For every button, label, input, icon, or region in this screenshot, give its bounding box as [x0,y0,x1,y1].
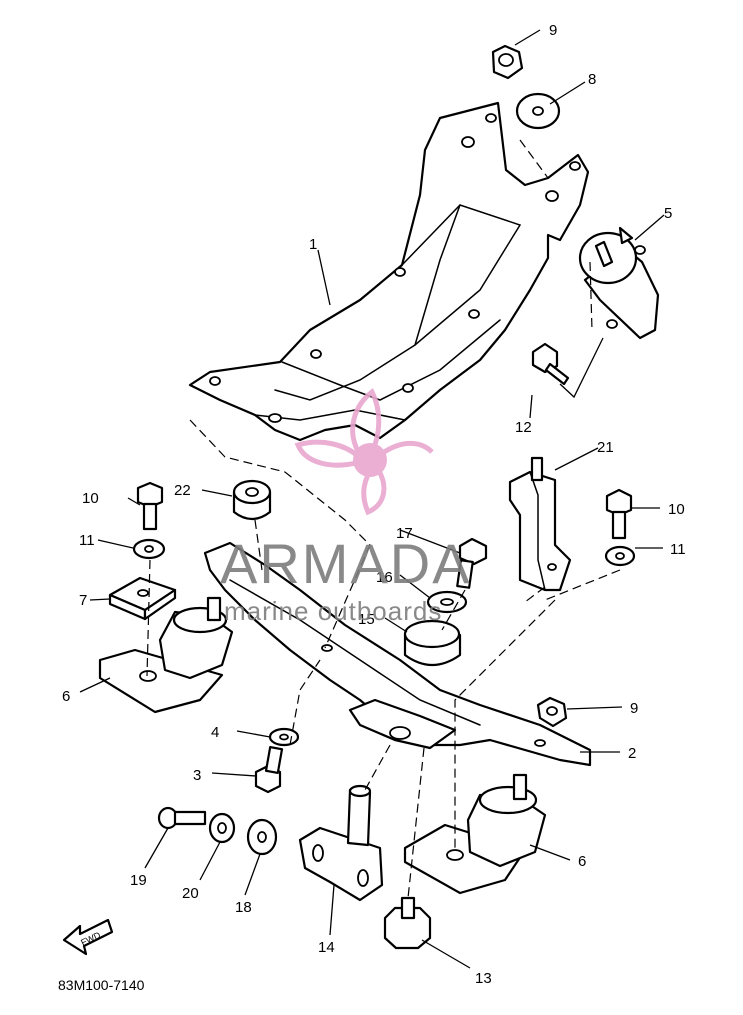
callout-10-right: 10 [668,501,685,518]
callout-5: 5 [664,205,672,222]
callout-numbers: 9 8 5 1 12 21 22 10 11 7 6 10 11 17 16 1… [62,22,686,987]
assembly-lines [146,139,621,899]
callout-20: 20 [182,885,199,902]
callout-21: 21 [597,439,614,456]
callout-6-right: 6 [578,853,586,870]
part-14-stay [298,784,384,902]
leader-lines [79,29,665,969]
watermark: ARMADA marine outboards [220,388,472,626]
part-16-washer [426,590,468,614]
part-3-bolt [254,746,284,794]
part-15-collar [403,619,462,667]
part-19-bolt [157,806,207,830]
part-10-bolt-right [605,488,633,540]
callout-12: 12 [515,419,532,436]
callout-15: 15 [358,611,375,628]
watermark-brand: ARMADA [220,532,472,595]
part-5-rubber-mount [578,226,660,340]
callout-9: 9 [549,22,557,39]
callout-2: 2 [628,745,636,762]
callout-7: 7 [79,592,87,609]
part-20-washer [208,812,236,844]
part-6-mount-right [403,773,547,895]
part-9-nut-lower [536,696,568,728]
callout-19: 19 [130,872,147,889]
watermark-tagline: marine outboards [224,596,442,626]
part-12-bolt [531,342,570,386]
part-21-bracket [508,456,572,592]
part-8-washer [515,92,561,130]
callout-8: 8 [588,71,596,88]
callout-10-left: 10 [82,490,99,507]
callout-13: 13 [475,970,492,987]
callout-6-left: 6 [62,688,70,705]
callout-9-lower: 9 [630,700,638,717]
part-22-collar [232,479,272,521]
callout-22: 22 [174,482,191,499]
part-7-plate [108,576,177,621]
part-11-washer-left [132,538,166,560]
callout-4: 4 [211,724,219,741]
callout-18: 18 [235,899,252,916]
part-11-washer-right [604,545,636,567]
part-1-mount-bracket [188,101,590,442]
fwd-arrow: FWD [62,918,114,956]
callout-11-right: 11 [670,541,686,558]
callout-1: 1 [309,236,317,253]
part-2-cross-bracket [203,541,592,767]
callout-17: 17 [396,525,413,542]
callout-16: 16 [376,569,393,586]
part-9-nut-top [491,44,524,80]
callout-11-left: 11 [79,532,95,549]
callout-14: 14 [318,939,335,956]
part-13-nut [383,896,432,950]
diagram-code: 83M100-7140 [58,977,145,993]
watermark-propeller-logo [294,388,434,516]
part-17-bolt [456,537,488,589]
part-18-washer [246,818,278,856]
part-10-bolt-left [136,481,164,531]
part-4-washer [268,727,300,747]
part-6-mount-left [98,596,234,714]
callout-3: 3 [193,767,201,784]
